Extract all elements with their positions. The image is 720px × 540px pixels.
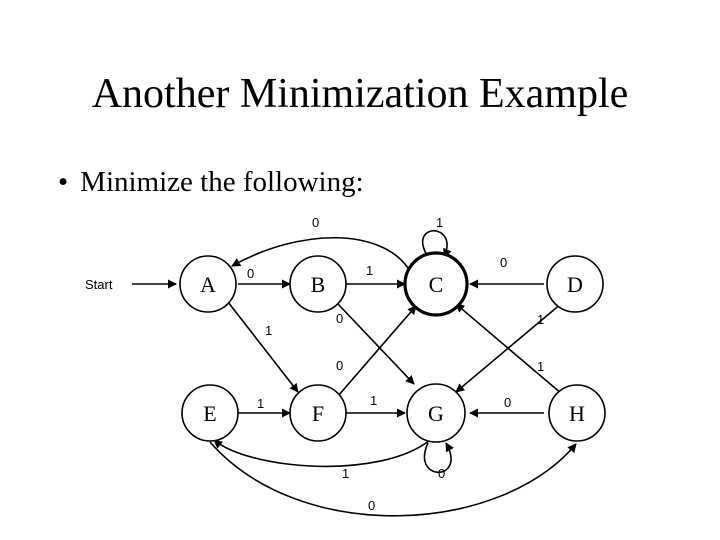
edge-label-g-to-e: 1 <box>342 466 349 481</box>
slide-title: Another Minimization Example <box>91 71 629 117</box>
edge-d-to-g <box>455 302 563 393</box>
edge-label-h-to-g: 0 <box>504 395 511 410</box>
edge-label-g-loop: 0 <box>438 466 445 481</box>
state-e-circle <box>181 384 239 442</box>
bullet-symbol: • <box>58 166 69 198</box>
edge-label-d-to-c: 0 <box>500 255 507 270</box>
state-d-label: D <box>567 272 583 297</box>
state-b-circle <box>289 255 347 313</box>
edge-h-to-c <box>455 303 563 395</box>
state-e-label: E <box>203 401 216 426</box>
state-f-label: F <box>312 401 324 426</box>
edge-label-a-to-e: 1 <box>265 323 272 338</box>
state-c-circle <box>403 251 469 317</box>
state-g-circle <box>406 383 466 443</box>
state-f-circle <box>289 384 347 442</box>
edge-label-d-to-g: 1 <box>537 312 544 327</box>
edge-label-f-to-c: 0 <box>336 358 343 373</box>
edge-e-to-h <box>209 441 577 517</box>
edge-label-a-to-b: 0 <box>247 266 254 281</box>
edge-label-c-loop: 1 <box>436 215 443 230</box>
state-d-circle <box>546 255 604 313</box>
start-label: Start <box>85 277 113 292</box>
edge-g-to-e <box>213 439 431 468</box>
edge-label-e-to-h: 0 <box>368 498 375 513</box>
state-a-circle <box>179 255 237 313</box>
edge-a-to-e <box>227 301 299 393</box>
state-c-label: C <box>429 272 444 297</box>
state-g-label: G <box>428 401 444 426</box>
state-h-circle <box>548 384 606 442</box>
edge-b-to-g <box>337 303 415 385</box>
edge-label-e-to-f: 1 <box>257 396 264 411</box>
edge-label-h-to-c: 1 <box>537 359 544 374</box>
bullet-text: Minimize the following: <box>80 166 364 198</box>
bullet-item: • Minimize the following: <box>58 166 364 199</box>
state-h-label: H <box>569 401 585 426</box>
edge-label-b-to-g: 0 <box>336 311 343 326</box>
edge-c-self-loop <box>421 229 452 258</box>
edge-f-to-c <box>337 305 417 397</box>
edge-g-self-loop <box>423 442 454 473</box>
edge-c-to-a <box>231 237 409 269</box>
state-b-label: B <box>311 272 326 297</box>
state-a-label: A <box>200 272 216 297</box>
edge-label-f-to-g: 1 <box>370 393 377 408</box>
edge-label-b-to-c: 1 <box>366 263 373 278</box>
edge-label-c-to-a: 0 <box>312 215 319 230</box>
